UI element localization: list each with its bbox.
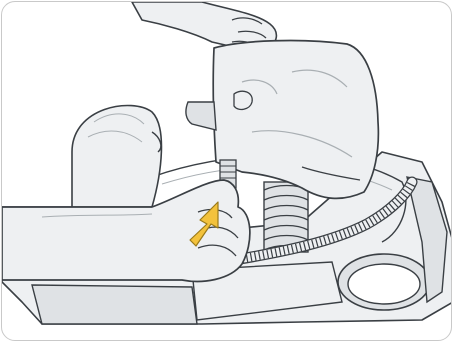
cloth-icon bbox=[186, 41, 378, 199]
maintenance-illustration bbox=[2, 2, 452, 341]
pillow-cushion-icon bbox=[72, 105, 161, 207]
illustration-frame bbox=[1, 1, 452, 341]
